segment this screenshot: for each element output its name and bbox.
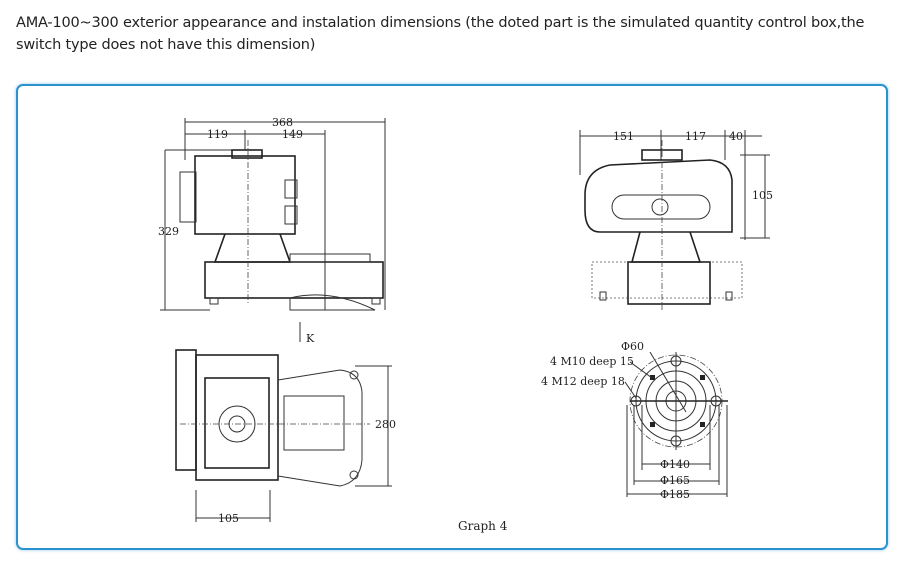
dim-119: 119 xyxy=(207,128,228,141)
front-view: 368 119 149 329 K xyxy=(158,116,386,345)
section-description: AMA-100~300 exterior appearance and inst… xyxy=(16,15,865,53)
holes-m12-label: 4 M12 deep 18 xyxy=(541,375,625,388)
flange-view: Φ60 4 M10 deep 15 4 M12 deep 18 Φ140 Φ16… xyxy=(541,340,728,501)
dim-149: 149 xyxy=(282,128,303,141)
dim-368: 368 xyxy=(272,116,293,129)
dim-phi60: Φ60 xyxy=(621,340,644,353)
dim-329: 329 xyxy=(158,225,179,238)
dim-40: 40 xyxy=(729,130,743,143)
holes-m10-label: 4 M10 deep 15 xyxy=(550,355,634,368)
dim-280: 280 xyxy=(375,418,396,431)
dim-105: 105 xyxy=(218,512,239,525)
top-view: 280 105 xyxy=(175,349,396,525)
drawing-frame xyxy=(16,84,888,550)
view-marker-k: K xyxy=(306,332,315,345)
dim-phi140: Φ140 xyxy=(660,458,690,471)
dim-105-side: 105 xyxy=(752,189,773,202)
dim-117: 117 xyxy=(685,130,706,143)
dim-151: 151 xyxy=(613,130,634,143)
dim-phi185: Φ185 xyxy=(660,488,690,501)
graph-caption: Graph 4 xyxy=(458,519,508,533)
side-view: 151 117 40 105 xyxy=(579,130,773,310)
dim-phi165: Φ165 xyxy=(660,474,690,487)
